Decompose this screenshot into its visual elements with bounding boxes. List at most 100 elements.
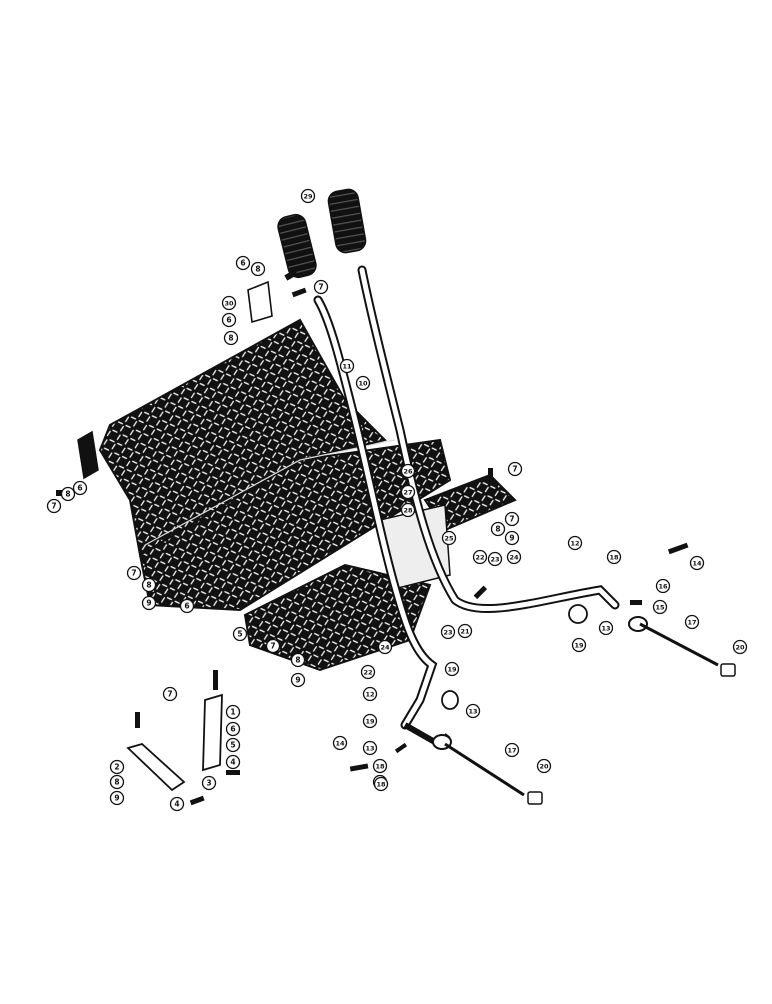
bolt-mark	[284, 269, 298, 281]
callout-number: 18	[375, 763, 385, 771]
callout-circle	[265, 638, 281, 654]
callout-9: 9	[141, 595, 157, 611]
callout-circle	[732, 639, 748, 655]
callout-number: 11	[342, 363, 352, 371]
callout-number: 6	[77, 484, 82, 493]
callout-17: 17	[504, 742, 520, 758]
pin-upper	[568, 604, 588, 624]
callout-circle	[332, 735, 348, 751]
callout-circle	[141, 595, 157, 611]
callout-6: 6	[72, 480, 88, 496]
callout-circle	[487, 551, 503, 567]
callout-6: 6	[221, 312, 237, 328]
callout-circle	[444, 661, 460, 677]
callout-number: 8	[228, 334, 233, 343]
callout-circle	[598, 620, 614, 636]
callout-number: 22	[363, 669, 372, 677]
clevis-upper	[628, 616, 648, 632]
callout-circle	[655, 578, 671, 594]
callout-number: 6	[240, 259, 245, 268]
callout-circle	[223, 330, 239, 346]
callout-14: 14	[332, 735, 348, 751]
callout-number: 24	[380, 644, 390, 652]
bolt-mark	[667, 542, 689, 555]
callout-number: 9	[146, 599, 151, 608]
callout-number: 6	[184, 602, 189, 611]
bracket-plate-top	[247, 280, 273, 324]
callout-number: 5	[237, 630, 242, 639]
rod-nut-upper	[720, 663, 736, 677]
callout-circle	[141, 577, 157, 593]
callout-26: 26	[400, 463, 416, 479]
callout-circle	[232, 626, 248, 642]
callout-circle	[225, 737, 241, 753]
callout-7: 7	[313, 279, 329, 295]
callout-circle	[290, 672, 306, 688]
callout-23: 23	[487, 551, 503, 567]
callout-circle	[290, 652, 306, 668]
callout-2: 2	[109, 759, 125, 775]
callout-number: 30	[224, 300, 234, 308]
callout-circle	[179, 598, 195, 614]
callout-1: 1	[225, 704, 241, 720]
callout-11: 11	[339, 358, 355, 374]
bolt-mark	[488, 468, 493, 484]
callout-5: 5	[232, 626, 248, 642]
callout-circle	[60, 486, 76, 502]
callout-circle	[472, 549, 488, 565]
callout-circle	[46, 498, 62, 514]
callout-number: 23	[443, 629, 452, 637]
callout-number: 8	[255, 265, 260, 274]
floor-plate-assembly	[77, 318, 517, 672]
callout-circle	[300, 188, 316, 204]
callout-circle	[362, 686, 378, 702]
callout-5: 5	[225, 737, 241, 753]
callout-circle	[109, 790, 125, 806]
callout-number: 4	[174, 800, 179, 809]
callout-circle	[360, 664, 376, 680]
callout-8: 8	[141, 577, 157, 593]
callout-number: 20	[735, 644, 745, 652]
callout-number: 17	[507, 747, 516, 755]
plate-bracket-left	[77, 430, 99, 480]
callout-number: 16	[658, 583, 668, 591]
callout-number: 17	[687, 619, 696, 627]
callout-16: 16	[655, 578, 671, 594]
callout-number: 18	[609, 554, 619, 562]
callout-number: 7	[51, 502, 56, 511]
callout-13: 13	[598, 620, 614, 636]
callout-number: 7	[318, 283, 323, 292]
callout-20: 20	[536, 758, 552, 774]
floor-plate-rear	[98, 318, 387, 557]
callout-circle	[441, 530, 457, 546]
callout-circle	[72, 480, 88, 496]
callout-circle	[490, 521, 506, 537]
callout-number: 4	[230, 758, 235, 767]
callout-number: 13	[365, 745, 374, 753]
callout-number: 14	[692, 560, 702, 568]
callout-circle	[162, 686, 178, 702]
callout-number: 22	[475, 554, 484, 562]
callout-circle	[504, 530, 520, 546]
callout-circle	[362, 740, 378, 756]
callout-3: 3	[201, 775, 217, 791]
callout-7: 7	[162, 686, 178, 702]
callout-circle	[465, 703, 481, 719]
callout-circle	[400, 502, 416, 518]
lever-grip-right	[327, 188, 367, 254]
callout-number: 9	[295, 676, 300, 685]
callout-6: 6	[235, 255, 251, 271]
callout-circle	[457, 623, 473, 639]
callout-number: 5	[230, 741, 235, 750]
bolt-mark	[226, 770, 240, 775]
callout-circle	[504, 511, 520, 527]
callout-number: 13	[601, 625, 610, 633]
callout-number: 19	[447, 666, 457, 674]
callout-9: 9	[109, 790, 125, 806]
callout-18: 18	[372, 758, 388, 774]
callout-7: 7	[126, 565, 142, 581]
rod-nut-lower	[527, 791, 543, 805]
callout-circle	[235, 255, 251, 271]
callout-circle	[400, 484, 416, 500]
callout-12: 12	[362, 686, 378, 702]
